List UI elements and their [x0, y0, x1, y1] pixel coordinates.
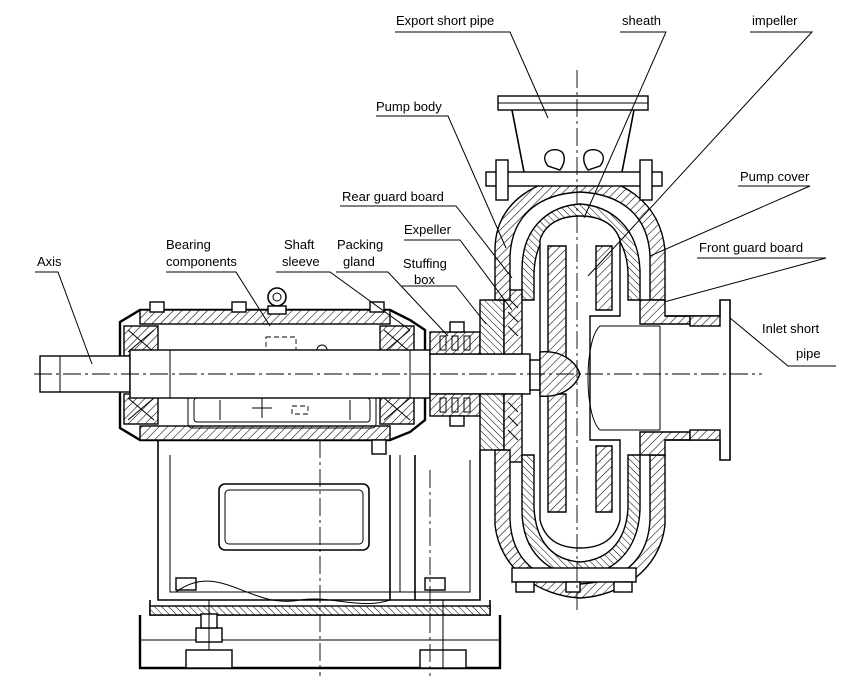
label-pump-body: Pump body: [376, 99, 442, 114]
label-stuffing-box-line2: box: [414, 272, 435, 287]
label-expeller: Expeller: [404, 222, 452, 237]
inlet-short-pipe: [587, 299, 731, 461]
lifting-eye: [267, 287, 287, 315]
label-packing-gland-line2: gland: [343, 254, 375, 269]
base-bolt-right: [419, 600, 467, 669]
bottom-bolts: [511, 567, 637, 593]
label-shaft-sleeve-line1: Shaft: [284, 237, 315, 252]
label-export-short-pipe: Export short pipe: [396, 13, 494, 28]
label-front-guard-board: Front guard board: [699, 240, 803, 255]
label-inlet-short-pipe-line2: pipe: [796, 346, 821, 361]
label-rear-guard-board: Rear guard board: [342, 189, 444, 204]
stuffing-box: [429, 299, 505, 451]
label-bearing-components-line2: components: [166, 254, 237, 269]
label-impeller: impeller: [752, 13, 798, 28]
label-bearing-components-line1: Bearing: [166, 237, 211, 252]
export-short-pipe: [485, 95, 663, 201]
base-bolt: [185, 600, 233, 669]
label-shaft-sleeve-line2: sleeve: [282, 254, 320, 269]
label-pump-cover: Pump cover: [740, 169, 810, 184]
label-sheath: sheath: [622, 13, 661, 28]
label-packing-gland-line1: Packing: [337, 237, 383, 252]
label-axis: Axis: [37, 254, 62, 269]
bearing-housing: [118, 287, 427, 455]
label-inlet-short-pipe-line1: Inlet short: [762, 321, 819, 336]
label-stuffing-box-line1: Stuffing: [403, 256, 447, 271]
leader-lines: [35, 31, 836, 367]
